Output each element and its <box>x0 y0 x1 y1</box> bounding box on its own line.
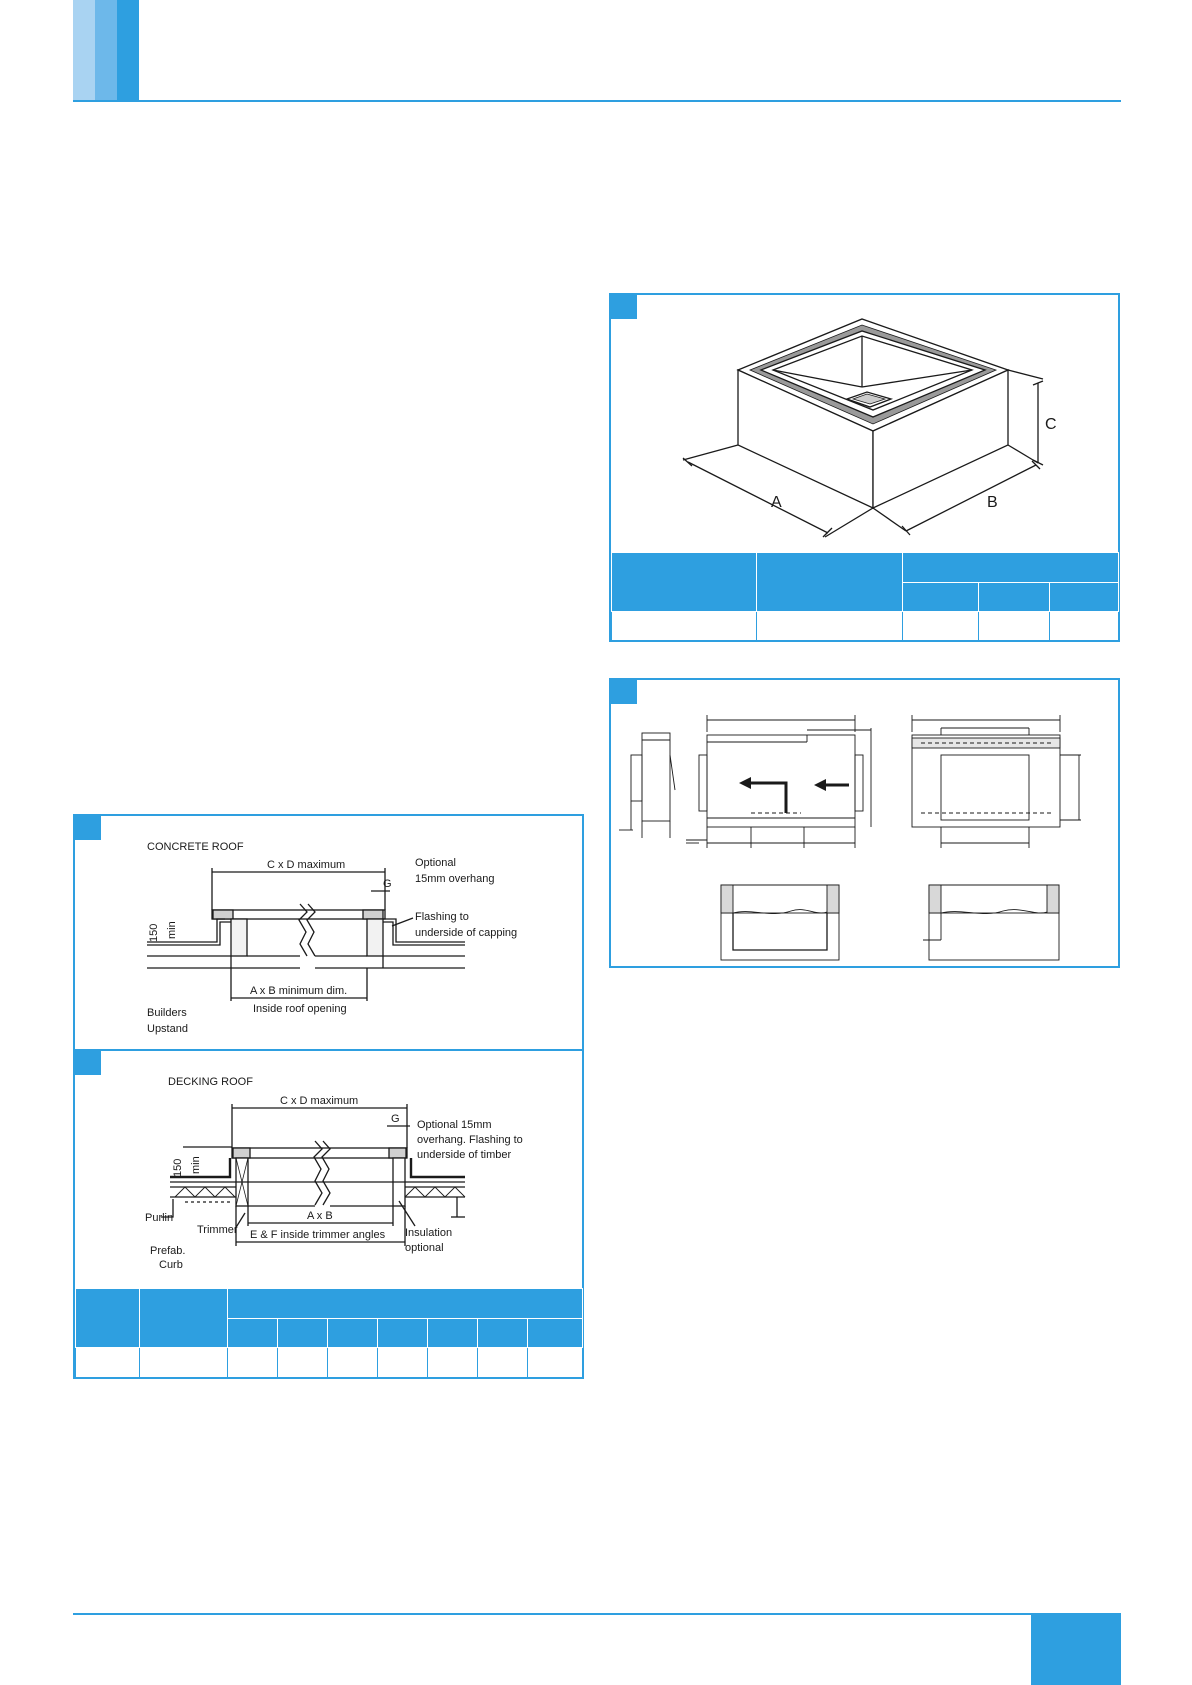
insulation-label: Insulation <box>405 1227 452 1239</box>
table-header-cell <box>901 552 1120 583</box>
dimension-a-label: A <box>771 494 782 511</box>
optional-overhang-label: Optional 15mm <box>417 1119 492 1131</box>
table-cell <box>75 1347 140 1378</box>
table-cell <box>902 611 979 641</box>
table-header-cell <box>75 1288 140 1348</box>
decking-dimensions-table <box>75 1288 584 1378</box>
concrete-roof-heading: CONCRETE ROOF <box>147 841 244 853</box>
height-min-label: min <box>190 1156 202 1174</box>
g-label: G <box>383 878 392 890</box>
table-cell <box>139 1347 228 1378</box>
header-rule <box>73 100 1121 102</box>
table-header-cell <box>226 1288 584 1319</box>
table-cell <box>327 1347 378 1378</box>
table-cell <box>477 1347 528 1378</box>
table-header-cell <box>1048 582 1120 612</box>
cxd-label: C x D maximum <box>267 859 345 871</box>
curb-label: Curb <box>159 1259 183 1271</box>
decking-roof-heading: DECKING ROOF <box>168 1076 253 1088</box>
table-cell <box>377 1347 428 1378</box>
trimmer-label: Trimmer <box>197 1224 238 1236</box>
orthographic-views-drawing <box>619 715 1081 961</box>
ef-label: E & F inside trimmer angles <box>250 1229 386 1241</box>
dimension-c-label: C <box>1045 416 1057 433</box>
dimension-b-label: B <box>987 494 998 511</box>
orthographic-views-panel <box>609 678 1120 968</box>
purlin-label: Purlin <box>145 1212 173 1224</box>
g-label: G <box>391 1113 400 1125</box>
box-dimensions-table <box>611 552 1120 641</box>
page-number-block <box>1031 1613 1121 1685</box>
figure-tag <box>75 1051 101 1075</box>
table-cell <box>1048 611 1120 641</box>
builders-label: Builders <box>147 1007 187 1019</box>
table-header-cell <box>427 1318 478 1348</box>
height-150-label: 150 <box>172 1159 184 1177</box>
figure-tag <box>611 295 637 319</box>
table-cell <box>277 1347 328 1378</box>
table-cell <box>227 1347 278 1378</box>
height-150-label: 150 <box>148 924 160 942</box>
header-stripe-light <box>73 0 95 100</box>
table-header-cell <box>978 582 1050 612</box>
decking-roof-detail-drawing: DECKING ROOF C x D maximum G Optional 15… <box>145 1076 523 1271</box>
upstand-label: Upstand <box>147 1023 188 1035</box>
optional-label: Optional <box>415 857 456 869</box>
table-header-cell <box>477 1318 528 1348</box>
concrete-roof-panel: CONCRETE ROOF C x D maximum Optional 15m… <box>73 814 584 1051</box>
table-header-cell <box>611 552 757 612</box>
table-header-cell <box>327 1318 378 1348</box>
header-stripe-mid <box>95 0 117 100</box>
axb-label: A x B <box>307 1210 333 1222</box>
roof-curb-isometric-drawing: A B C <box>682 318 1057 538</box>
footer-rule <box>73 1613 1121 1615</box>
table-header-cell <box>227 1318 278 1348</box>
table-header-cell <box>139 1288 228 1348</box>
table-cell <box>427 1347 478 1378</box>
table-cell <box>978 611 1050 641</box>
flashing-label: Flashing to <box>415 911 469 923</box>
insulation-optional-label: optional <box>405 1242 444 1254</box>
overhang-label: 15mm overhang <box>415 873 495 885</box>
figure-tag <box>75 816 101 840</box>
axb-label: A x B minimum dim. <box>250 985 347 997</box>
cxd-label: C x D maximum <box>280 1095 358 1107</box>
prefab-label: Prefab. <box>150 1245 185 1257</box>
table-header-cell <box>902 582 979 612</box>
table-header-cell <box>756 552 903 612</box>
table-cell <box>526 1347 584 1378</box>
figure-tag <box>611 680 637 704</box>
concrete-roof-detail-drawing: CONCRETE ROOF C x D maximum Optional 15m… <box>147 841 517 1035</box>
inside-opening-label: Inside roof opening <box>253 1003 347 1015</box>
flashing-label: overhang. Flashing to <box>417 1134 523 1146</box>
header-stripe-dark <box>117 0 139 100</box>
table-header-cell <box>377 1318 428 1348</box>
table-header-cell <box>526 1318 584 1348</box>
table-cell <box>756 611 903 641</box>
height-min-label: min <box>166 921 178 939</box>
table-cell <box>611 611 757 641</box>
table-header-cell <box>277 1318 328 1348</box>
underside-timber-label: underside of timber <box>417 1149 511 1161</box>
decking-roof-panel: DECKING ROOF C x D maximum G Optional 15… <box>73 1049 584 1379</box>
box-dimensions-panel: A B C <box>609 293 1120 642</box>
flashing-label-2: underside of capping <box>415 927 517 939</box>
